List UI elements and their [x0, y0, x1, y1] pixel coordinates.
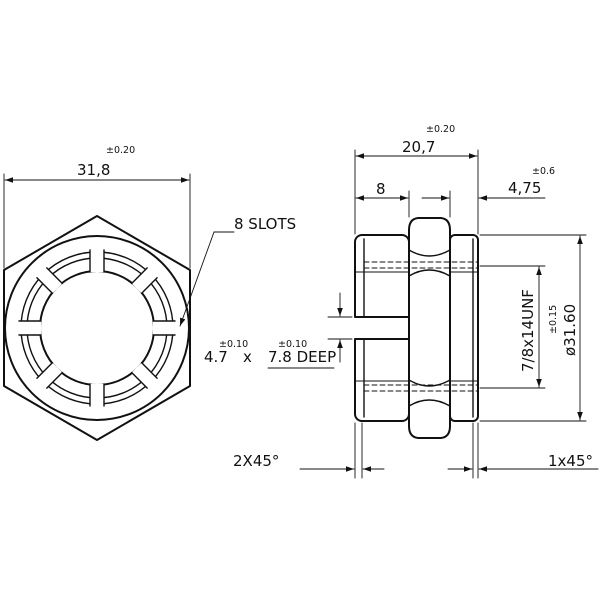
dim-flange-length: 4,75 ±0.6 [421, 166, 555, 218]
slot-mask [90, 384, 104, 406]
slot-mask [19, 321, 41, 335]
dim-overall-length: 20,7 ±0.20 [354, 124, 479, 235]
thread-tolerance: ±0.15 [548, 305, 559, 334]
width-dim-tolerance: ±0.20 [106, 145, 135, 156]
slot-group [18, 249, 176, 407]
slot-edge [140, 277, 158, 295]
slots-callout: 8 SLOTS [179, 215, 296, 327]
dim-chamfer-left: 2X45° [233, 422, 385, 479]
slots-label: 8 SLOTS [234, 215, 296, 233]
thread-spec: 7/8x14UNF [519, 289, 537, 372]
flange-length-value: 4,75 [508, 179, 541, 197]
slot-mask [90, 250, 104, 272]
chamfer-right-value: 1x45° [548, 452, 593, 470]
slot-mask [131, 362, 158, 389]
outer-diameter-value: ø31.60 [561, 304, 579, 356]
hexagon-outline [3, 215, 191, 441]
slot-mask [36, 362, 63, 389]
slot-edge [130, 371, 148, 389]
slot-times-sign: x [243, 348, 252, 366]
outer-ring [4, 235, 190, 421]
width-dim-value: 31,8 [77, 161, 110, 179]
side-view [340, 217, 479, 439]
slot-mask [153, 321, 175, 335]
dim-thread: 7/8x14UNF ±0.15 [479, 265, 559, 389]
slot-edge [140, 361, 158, 379]
slot-edge [36, 361, 54, 379]
right-flange [449, 234, 479, 422]
dim-chamfer-right: 1x45° [447, 422, 599, 479]
front-view [3, 215, 191, 441]
overall-length-value: 20,7 [402, 138, 435, 156]
dim-width: 31,8 ±0.20 [3, 145, 191, 269]
hub-length-value: 8 [376, 180, 386, 198]
slot-dimension: 4.7 ±0.10 x 7.8 DEEP ±0.10 [204, 339, 336, 369]
slot-edge [46, 267, 64, 285]
slot-edge [46, 371, 64, 389]
dim-outer-diameter: ø31.60 [479, 234, 587, 422]
flange-length-tolerance: ±0.6 [532, 166, 555, 177]
slot-mask [131, 267, 158, 294]
slot-edge [36, 277, 54, 295]
slot-depth-tolerance: ±0.10 [278, 339, 307, 350]
slot-mask [36, 267, 63, 294]
dim-slot-width-side [327, 292, 353, 363]
dim-hub-length: 8 [355, 180, 410, 218]
hex-body [408, 217, 451, 439]
slot-depth-value: 7.8 DEEP [268, 348, 336, 366]
overall-length-tolerance: ±0.20 [426, 124, 455, 135]
slot-width-tolerance: ±0.10 [219, 339, 248, 350]
slot-cutout [340, 317, 412, 339]
chamfer-left-value: 2X45° [233, 452, 279, 470]
slot-edge [130, 267, 148, 285]
slot-width-value: 4.7 [204, 348, 228, 366]
